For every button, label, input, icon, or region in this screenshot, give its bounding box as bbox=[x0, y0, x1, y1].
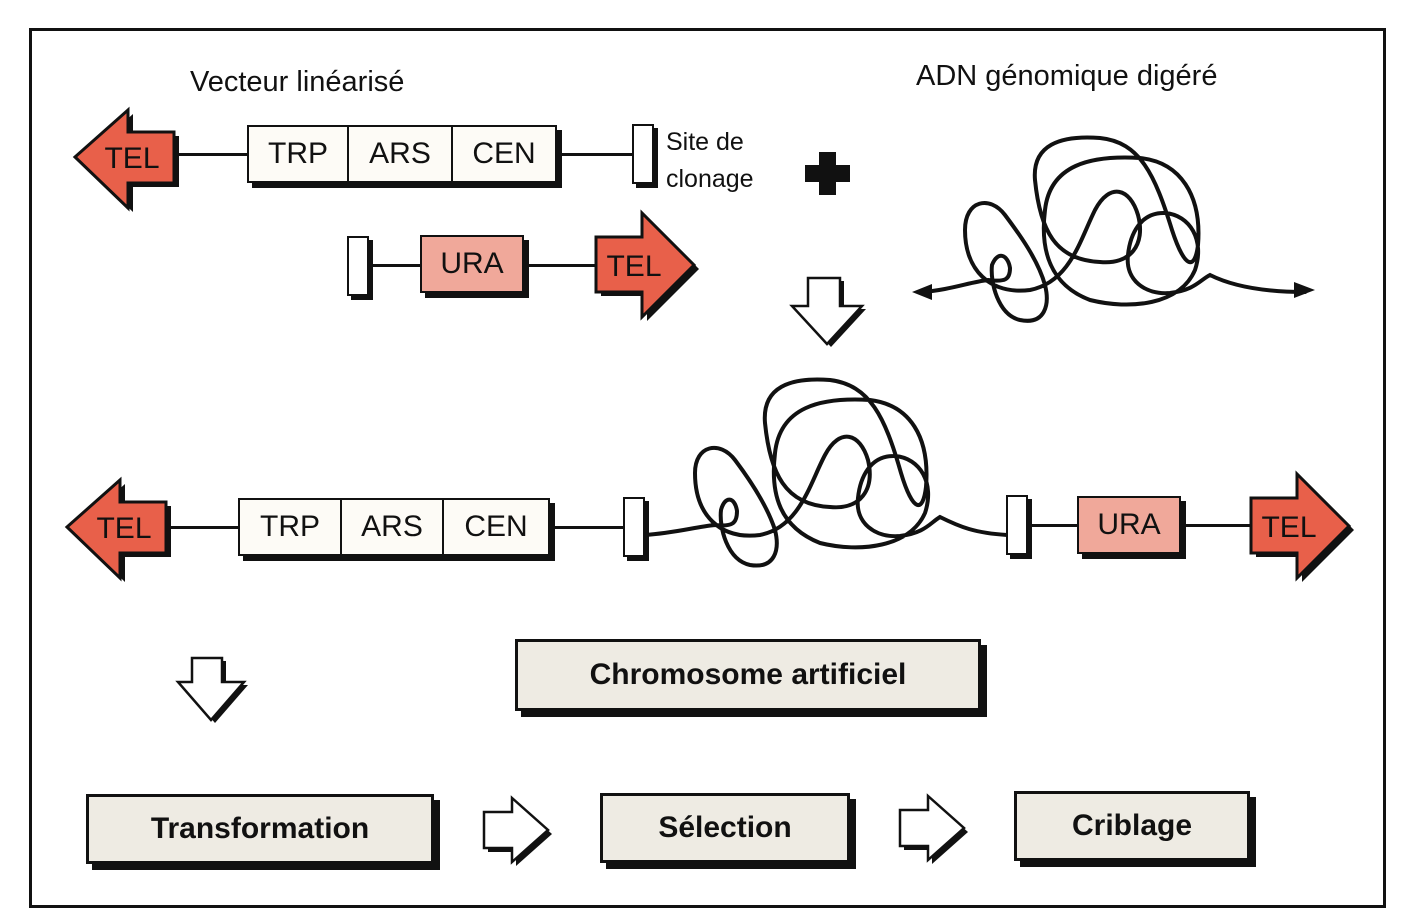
cloning-site-marker bbox=[1006, 495, 1028, 555]
right-arrow-icon bbox=[898, 793, 968, 864]
cloning-site-line-1: Site de bbox=[666, 128, 744, 156]
segment-cen: CEN bbox=[444, 498, 550, 556]
dna-line bbox=[1028, 524, 1078, 527]
workflow-step-transformation: Transformation bbox=[86, 794, 434, 864]
dna-line bbox=[1181, 524, 1253, 527]
dna-line bbox=[550, 526, 624, 529]
cloning-site-marker bbox=[623, 497, 645, 557]
cloning-site-label: Site de clonage bbox=[666, 124, 754, 198]
telomere-left-arrow-top: TEL bbox=[72, 106, 179, 212]
telomere-label: TEL bbox=[606, 250, 661, 283]
marker-ura: URA bbox=[420, 235, 524, 293]
telomere-label: TEL bbox=[1261, 511, 1316, 544]
cloning-site-marker bbox=[632, 124, 654, 184]
telomere-left-arrow: TEL bbox=[64, 476, 171, 582]
segment-trp: TRP bbox=[238, 498, 342, 556]
dna-line bbox=[174, 153, 248, 156]
dna-line bbox=[369, 264, 421, 267]
down-arrow-icon bbox=[175, 656, 248, 723]
dna-coil-icon bbox=[912, 135, 1315, 323]
genomic-dna-title: ADN génomique digéré bbox=[916, 60, 1218, 92]
cloning-site-marker bbox=[347, 236, 369, 296]
segment-ars: ARS bbox=[349, 125, 453, 183]
right-arrow-icon bbox=[482, 795, 552, 866]
cloning-site-line-2: clonage bbox=[666, 165, 754, 193]
dna-line bbox=[524, 264, 598, 267]
down-arrow-icon bbox=[789, 276, 866, 347]
artificial-chromosome-box: Chromosome artificiel bbox=[515, 639, 981, 711]
telomere-right-arrow-top: TEL bbox=[594, 209, 699, 321]
segment-ars: ARS bbox=[342, 498, 444, 556]
telomere-label: TEL bbox=[104, 142, 159, 175]
plus-icon bbox=[805, 152, 850, 195]
workflow-step-selection: Sélection bbox=[600, 793, 850, 863]
dna-line bbox=[166, 526, 240, 529]
segment-cen: CEN bbox=[453, 125, 557, 183]
inserted-dna-coil bbox=[643, 377, 1009, 568]
telomere-right-arrow: TEL bbox=[1249, 470, 1354, 582]
segment-trp: TRP bbox=[247, 125, 349, 183]
dna-line bbox=[557, 153, 633, 156]
telomere-label: TEL bbox=[96, 512, 151, 545]
vector-segments: TRP ARS CEN bbox=[238, 498, 550, 556]
workflow-step-screening: Criblage bbox=[1014, 791, 1250, 861]
marker-ura: URA bbox=[1077, 496, 1181, 554]
vector-segments-top: TRP ARS CEN bbox=[247, 125, 557, 183]
vector-title: Vecteur linéarisé bbox=[190, 66, 405, 98]
